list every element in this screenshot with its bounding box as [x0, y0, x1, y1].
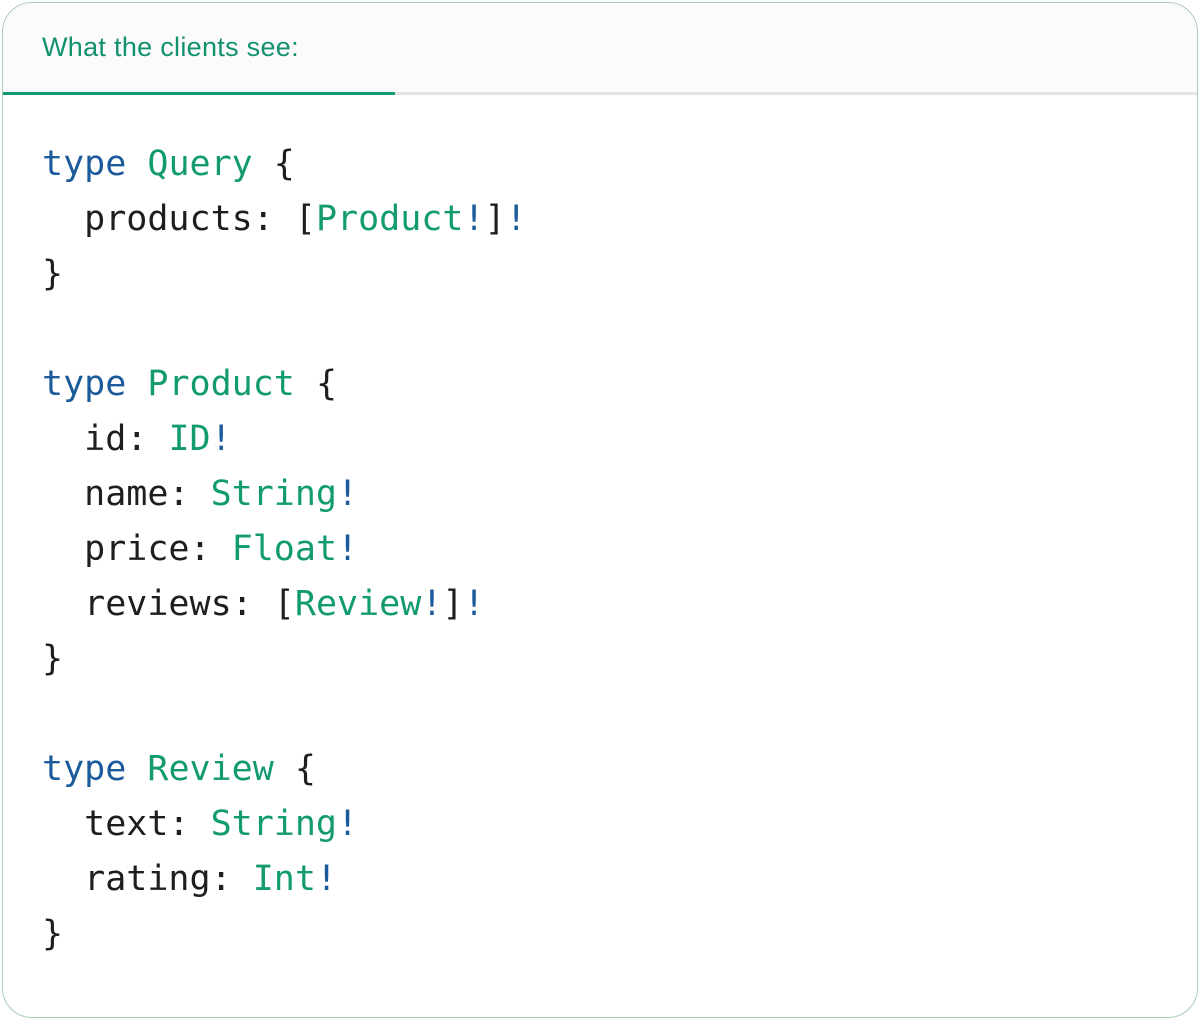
- code-token-bang: !: [337, 804, 359, 844]
- code-token-typename: String: [210, 474, 338, 514]
- code-token-bang: !: [337, 474, 359, 514]
- code-token-keyword: type: [42, 749, 127, 789]
- tab-label: What the clients see:: [42, 32, 299, 62]
- code-token-keyword: type: [42, 364, 127, 404]
- code-token-plain: name:: [42, 474, 211, 514]
- code-token-bang: !: [463, 584, 485, 624]
- code-token-plain: [126, 364, 147, 404]
- code-token-bang: !: [463, 199, 485, 239]
- code-token-plain: [126, 749, 147, 789]
- code-token-plain: id:: [42, 419, 169, 459]
- code-token-bang: !: [315, 859, 338, 899]
- panel-tab-bar: What the clients see:: [3, 3, 1197, 95]
- code-token-plain: {: [294, 364, 338, 404]
- code-token-typename: String: [210, 804, 338, 844]
- code-token-plain: ]: [484, 199, 506, 239]
- code-token-typename: Review: [294, 584, 422, 624]
- code-token-typename: Review: [147, 749, 274, 789]
- code-token-bang: !: [421, 584, 443, 624]
- code-token-plain: price:: [42, 529, 232, 569]
- code-token-plain: products: [: [42, 199, 316, 239]
- code-token-typename: Product: [147, 364, 295, 404]
- graphql-schema-code: type Query { products: [Product!]! } typ…: [3, 95, 1197, 992]
- code-token-plain: }: [42, 254, 64, 294]
- code-token-typename: Query: [147, 144, 253, 184]
- code-token-plain: }: [42, 914, 64, 954]
- code-token-plain: reviews: [: [42, 584, 295, 624]
- code-token-plain: ]: [442, 584, 464, 624]
- code-token-plain: {: [273, 749, 316, 789]
- tab-what-the-clients-see[interactable]: What the clients see:: [3, 3, 395, 95]
- code-token-plain: text:: [42, 804, 211, 844]
- code-token-bang: !: [505, 199, 527, 239]
- code-token-typename: ID: [168, 419, 211, 459]
- code-token-typename: Int: [252, 859, 316, 899]
- code-token-plain: [126, 144, 147, 184]
- code-token-typename: Product: [315, 199, 464, 239]
- code-token-plain: rating:: [42, 859, 253, 899]
- code-token-keyword: type: [42, 144, 127, 184]
- code-token-typename: Float: [231, 529, 338, 569]
- code-token-plain: {: [252, 144, 295, 184]
- code-token-bang: !: [337, 529, 359, 569]
- code-token-plain: }: [42, 639, 64, 679]
- code-token-bang: !: [210, 419, 232, 459]
